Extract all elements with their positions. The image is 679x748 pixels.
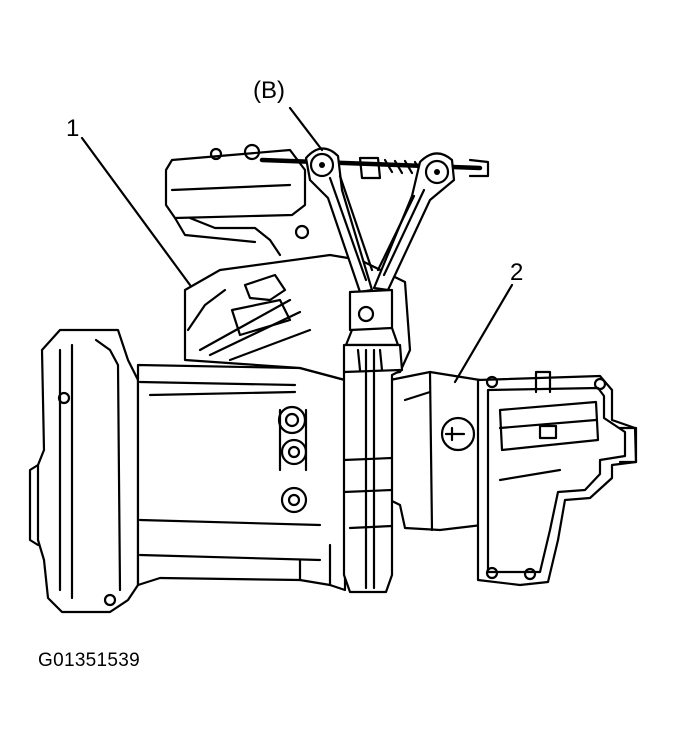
leader-lines	[80, 106, 514, 384]
special-tool-b	[259, 147, 490, 594]
leader-b	[288, 106, 324, 152]
transmission-case	[28, 224, 638, 614]
bell-housing	[36, 328, 140, 614]
callout-2: 2	[510, 259, 523, 286]
housing-bolts	[277, 405, 308, 514]
callout-b: (B)	[253, 77, 285, 104]
tool-left-arm	[304, 147, 374, 294]
actuator-box	[164, 148, 307, 220]
leader-2	[453, 283, 514, 384]
figure-reference-code: G01351539	[38, 650, 141, 671]
callout-1: 1	[66, 115, 79, 142]
leader-1	[80, 136, 192, 287]
extension-housing	[388, 370, 484, 532]
selector-block	[164, 143, 307, 257]
